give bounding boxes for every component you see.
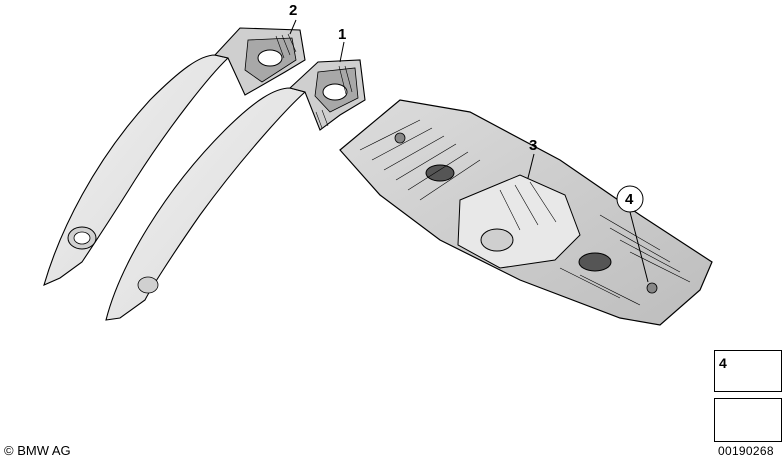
rear-shelf-panel-part-3 — [339, 99, 713, 326]
callout-4: 4 — [625, 191, 634, 208]
callout-3: 3 — [529, 137, 538, 154]
legend-number: 4 — [719, 355, 727, 371]
copyright-label: © BMW AG — [4, 443, 71, 458]
leader-lines — [289, 19, 649, 283]
document-number: 00190268 — [718, 444, 774, 458]
pillar-trim-part-2 — [43, 27, 306, 286]
legend-part-4: 4 — [714, 350, 782, 392]
callout-2: 2 — [289, 2, 298, 19]
callout-circle-4 — [616, 185, 644, 213]
callout-1: 1 — [338, 26, 347, 43]
arrow-box — [714, 398, 782, 442]
pillar-trim-part-1 — [105, 59, 366, 321]
